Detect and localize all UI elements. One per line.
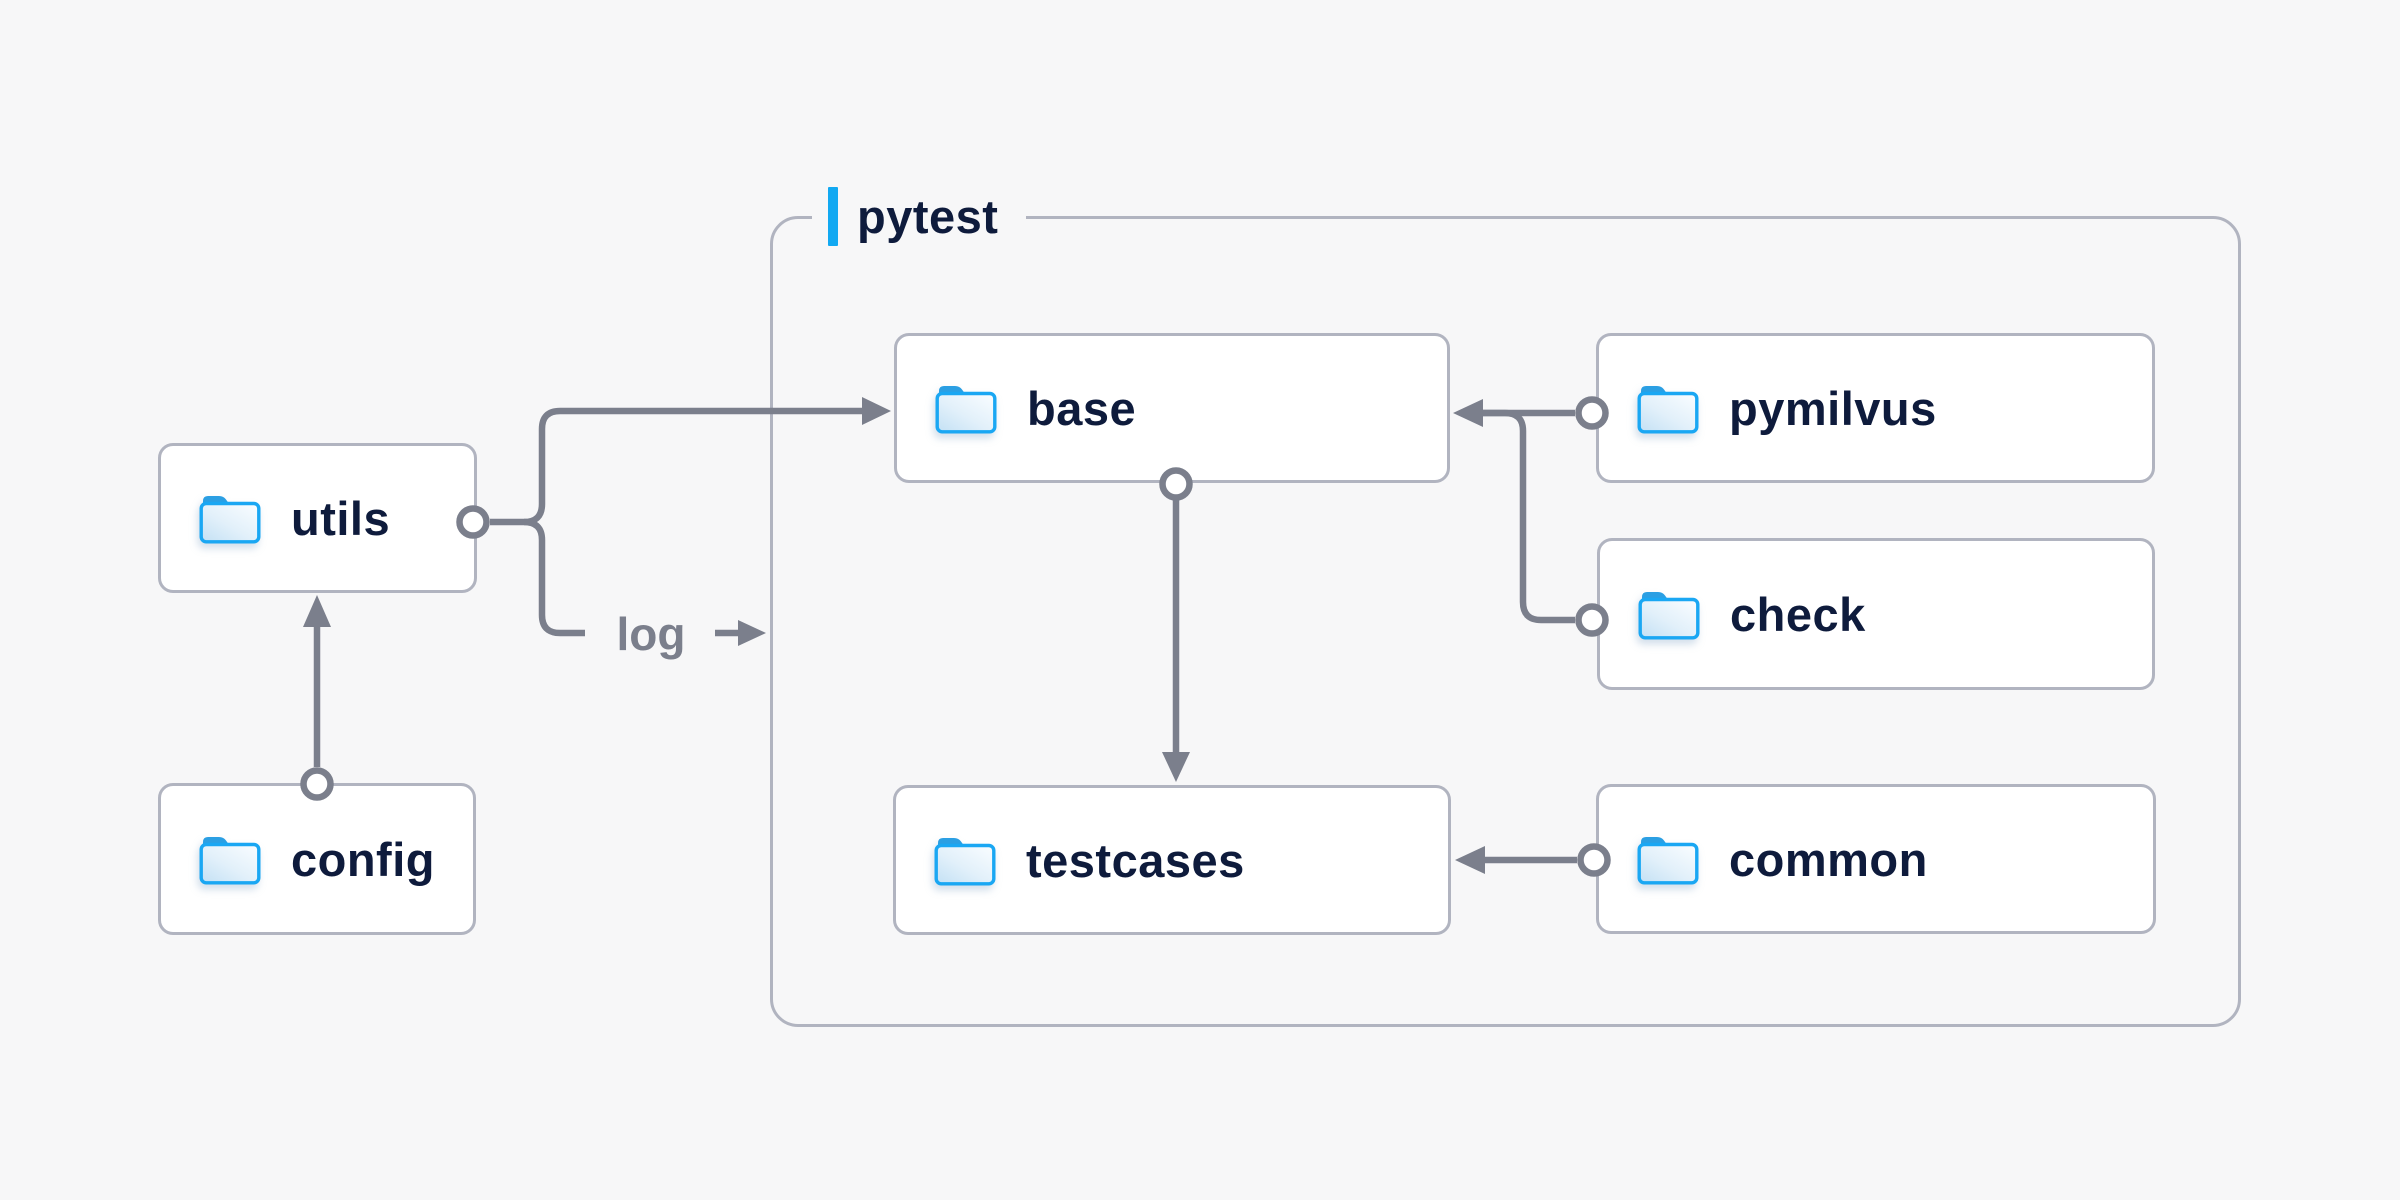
node-utils: utils bbox=[158, 443, 477, 593]
node-base: base bbox=[894, 333, 1450, 483]
folder-icon bbox=[1636, 832, 1700, 886]
node-label: check bbox=[1730, 587, 1866, 641]
node-label: config bbox=[291, 832, 435, 886]
folder-icon bbox=[1637, 587, 1701, 641]
folder-icon bbox=[1636, 381, 1700, 435]
node-common: common bbox=[1596, 784, 2156, 934]
folder-icon bbox=[198, 832, 262, 886]
arrowhead-up-icon bbox=[303, 595, 331, 627]
node-label: testcases bbox=[1026, 833, 1245, 887]
node-pymilvus: pymilvus bbox=[1596, 333, 2155, 483]
node-label: common bbox=[1729, 832, 1928, 886]
node-config: config bbox=[158, 783, 476, 935]
pytest-label-mask bbox=[812, 203, 1026, 231]
folder-icon bbox=[198, 491, 262, 545]
edge-config-utils bbox=[300, 595, 334, 801]
pytest-group-title: pytest bbox=[857, 190, 999, 243]
node-check: check bbox=[1597, 538, 2155, 690]
pytest-group-container bbox=[770, 216, 2241, 1027]
folder-icon bbox=[933, 833, 997, 887]
node-label: pymilvus bbox=[1729, 381, 1937, 435]
folder-icon bbox=[934, 381, 998, 435]
node-label: utils bbox=[291, 491, 391, 545]
arrowhead-right-icon bbox=[738, 620, 766, 646]
node-testcases: testcases bbox=[893, 785, 1451, 935]
edge-line bbox=[523, 518, 585, 637]
node-label: base bbox=[1027, 381, 1137, 435]
pytest-accent-bar bbox=[828, 187, 838, 246]
log-edge-label: log bbox=[616, 608, 686, 660]
